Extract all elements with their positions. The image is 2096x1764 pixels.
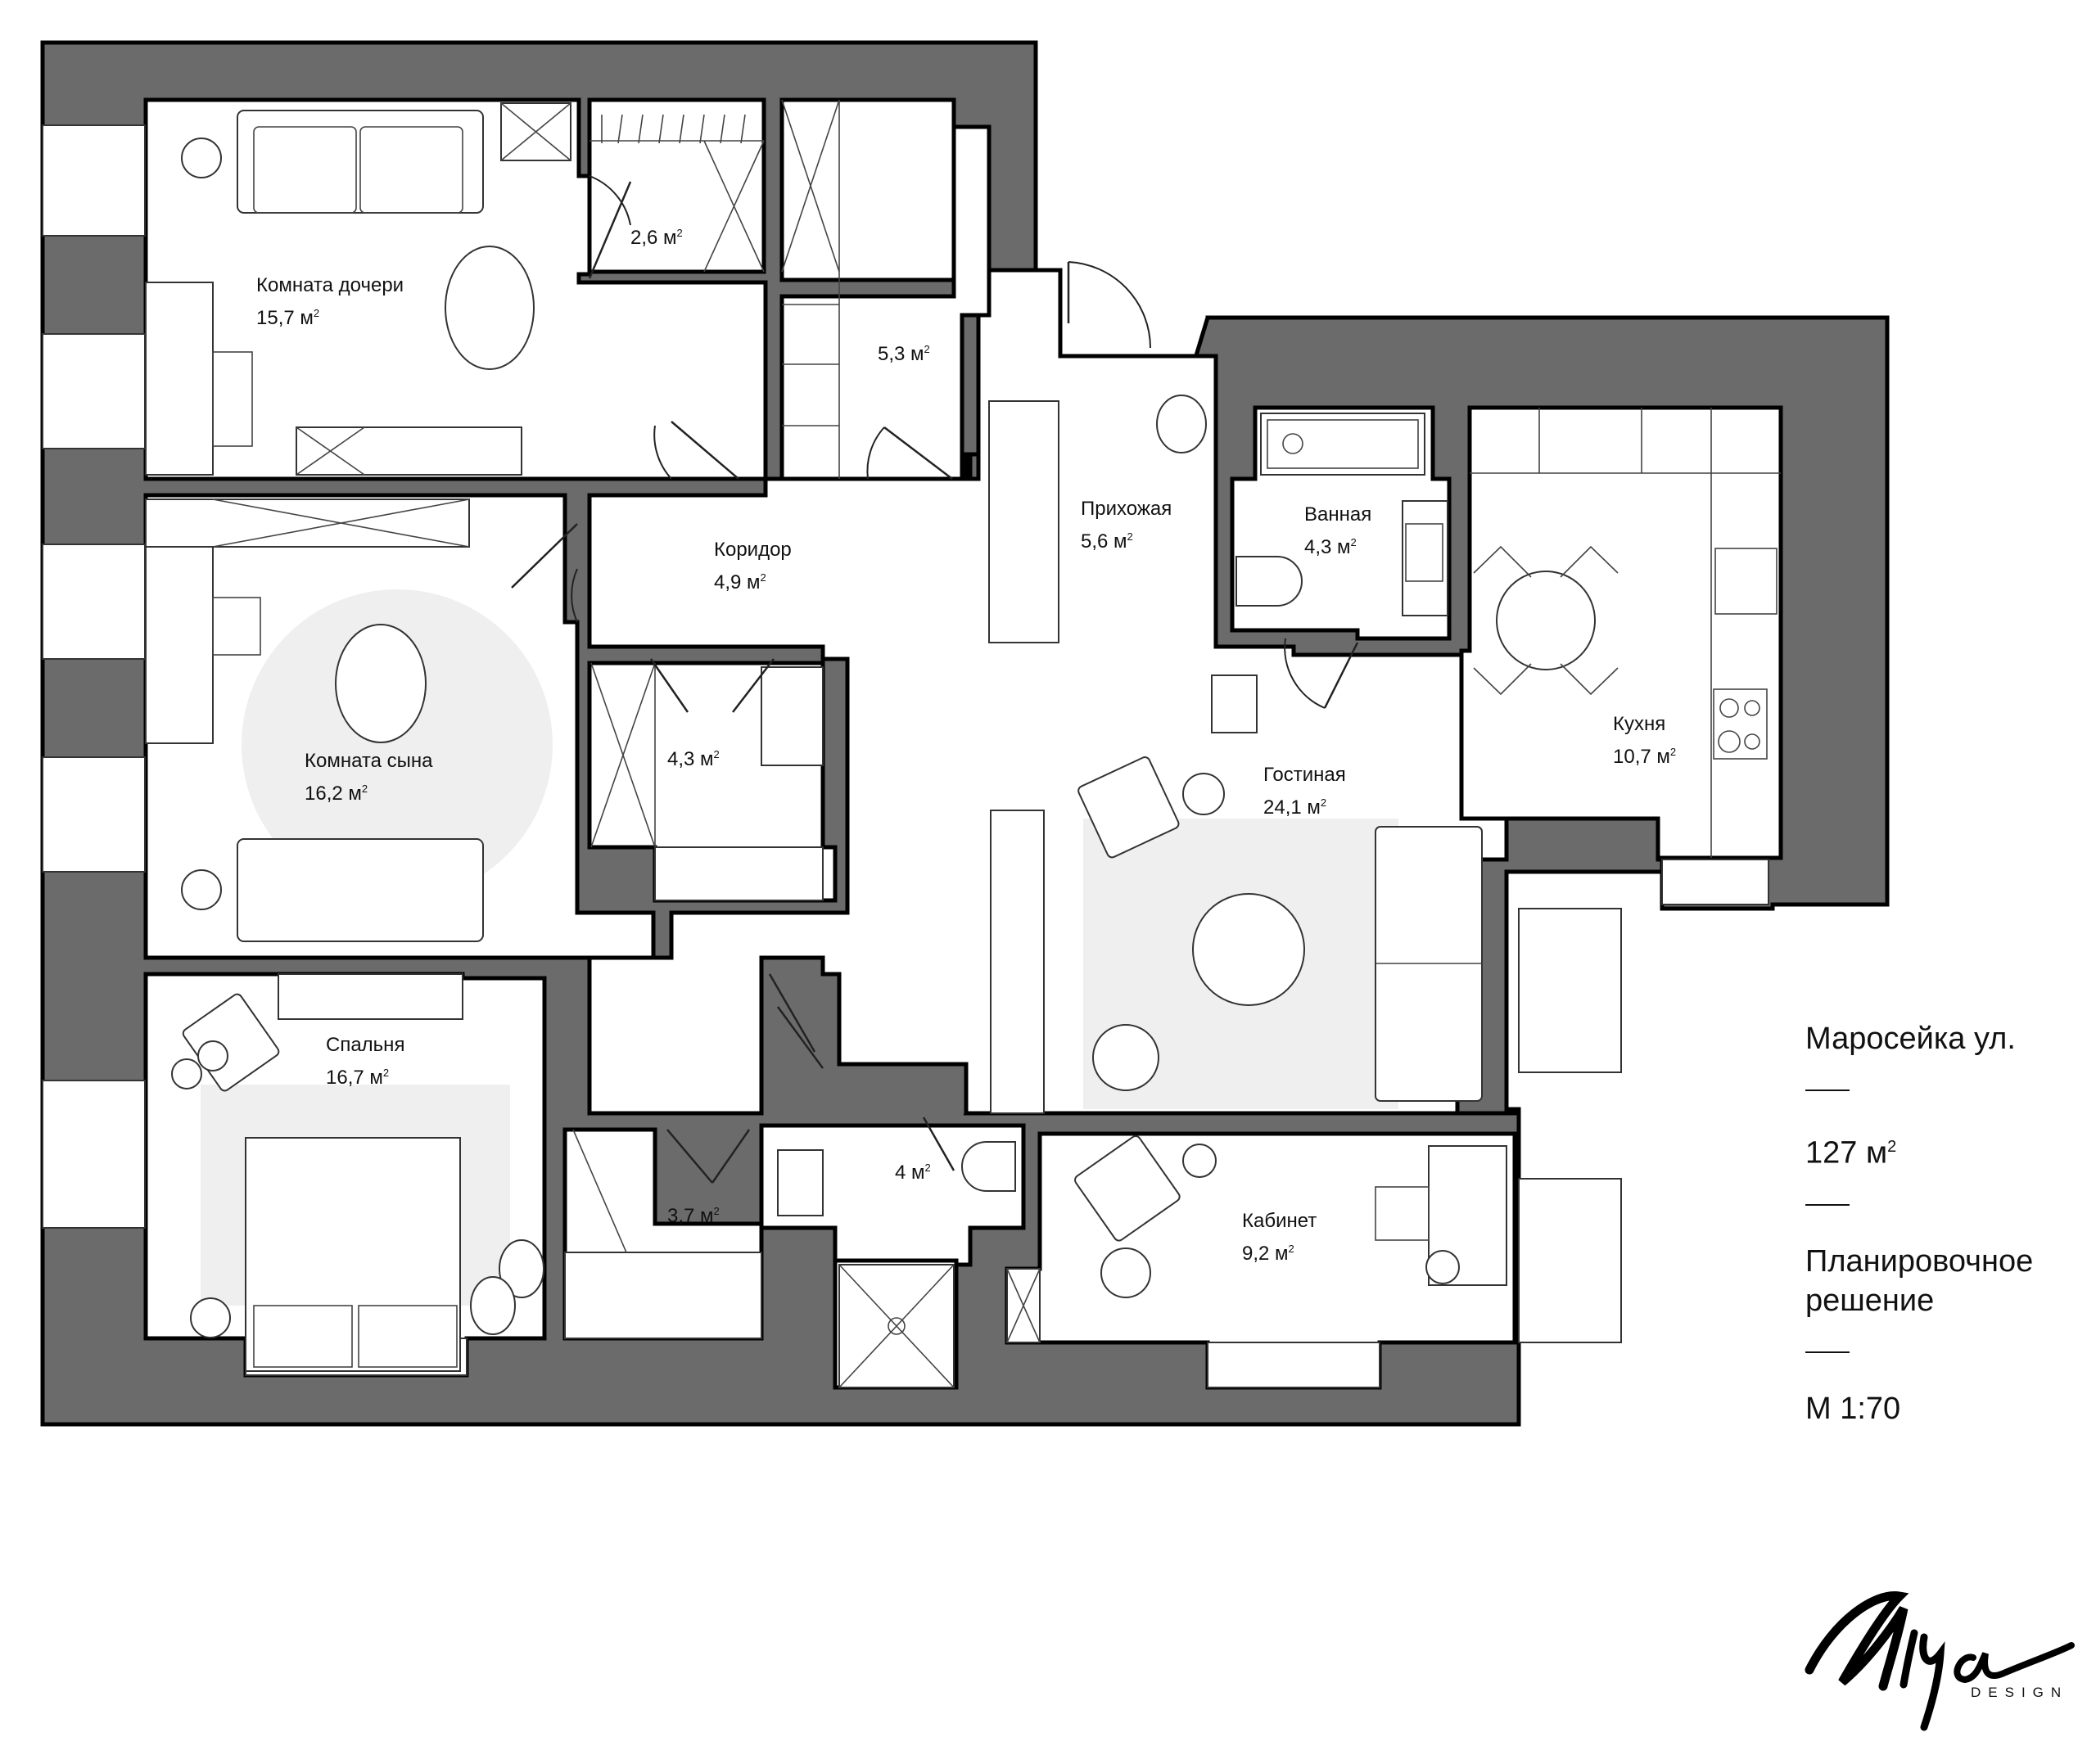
room-name: Коридор [714,539,792,561]
room-name: Ванная [1304,503,1372,526]
room-area: 16,2 м [305,783,362,805]
room-label-corridor: Коридор 4,9 м2 [714,536,792,597]
room-area: 15,7 м [256,307,314,329]
room-label-wc: 4 м2 [895,1162,931,1184]
room-area: 5,3 м [878,343,924,365]
side-table [181,138,222,178]
room-area: 3,7 м [667,1205,714,1227]
aiya-design-logo: DESIGN [1797,1576,2076,1707]
room-area: 5,6 м [1081,530,1127,553]
doors [511,175,1359,1184]
room-area: 4,3 м [667,748,714,770]
son-room-rug [242,589,553,900]
plan-title-line2: решение [1805,1283,1935,1318]
dining-table [1496,571,1596,670]
room-label-son: Комната сына 16,2 м2 [305,747,433,808]
sofa [237,838,484,942]
divider [1805,1351,1850,1353]
plan-legend: Маросейка ул. 127 м2 Планировочное решен… [1805,1019,2084,1428]
room-label-study: Кабинет 9,2 м2 [1242,1207,1317,1268]
room-name: Комната дочери [256,274,404,296]
total-area: 127 м2 [1805,1135,1897,1171]
room-name: Кухня [1613,713,1666,735]
room-name: Комната сына [305,750,433,772]
entrance-door-arc [1068,261,1152,349]
logo-script [1805,1591,2075,1731]
room-label-kitchen: Кухня 10,7 м2 [1613,711,1676,771]
room-area: 4,9 м [714,571,761,593]
room-label-bedroom: Спальня 16,7 м2 [326,1031,404,1092]
room-label-closet-3-7: 3,7 м2 [667,1205,720,1227]
room-label-closet-4-3: 4,3 м2 [667,748,720,770]
room-label-closet-5-3: 5,3 м2 [878,343,930,365]
divider [1805,1203,1850,1206]
room-label-living: Гостиная 24,1 м2 [1263,761,1346,822]
room-name: Прихожая [1081,498,1172,520]
room-area: 4,3 м [1304,536,1351,558]
room-area: 4 м [895,1162,925,1184]
desk [145,282,214,476]
scale: М 1:70 [1805,1391,1901,1426]
room-area: 24,1 м [1263,796,1321,819]
divider [1805,1090,1850,1091]
room-name: Спальня [326,1034,405,1056]
coffee-table [1192,893,1305,1006]
room-label-bathroom: Ванная 4,3 м2 [1304,501,1371,562]
round-table [445,246,535,370]
room-area: 16,7 м [326,1067,383,1089]
room-name: Кабинет [1242,1210,1317,1232]
street-name: Маросейка ул. [1805,1022,2016,1056]
room-label-closet-2-6: 2,6 м2 [630,227,683,249]
bed [245,1137,461,1372]
plan-title-line1: Планировочное [1805,1243,2034,1279]
room-area: 10,7 м [1613,746,1670,768]
room-area: 9,2 м [1242,1243,1289,1265]
room-label-hallway: Прихожая 5,6 м2 [1081,495,1172,556]
room-label-daughter: Комната дочери 15,7 м2 [256,272,404,332]
furniture [145,99,1781,1388]
room-area: 2,6 м [630,227,677,249]
room-name: Гостиная [1263,764,1346,786]
logo-subtitle: DESIGN [1971,1685,2069,1700]
